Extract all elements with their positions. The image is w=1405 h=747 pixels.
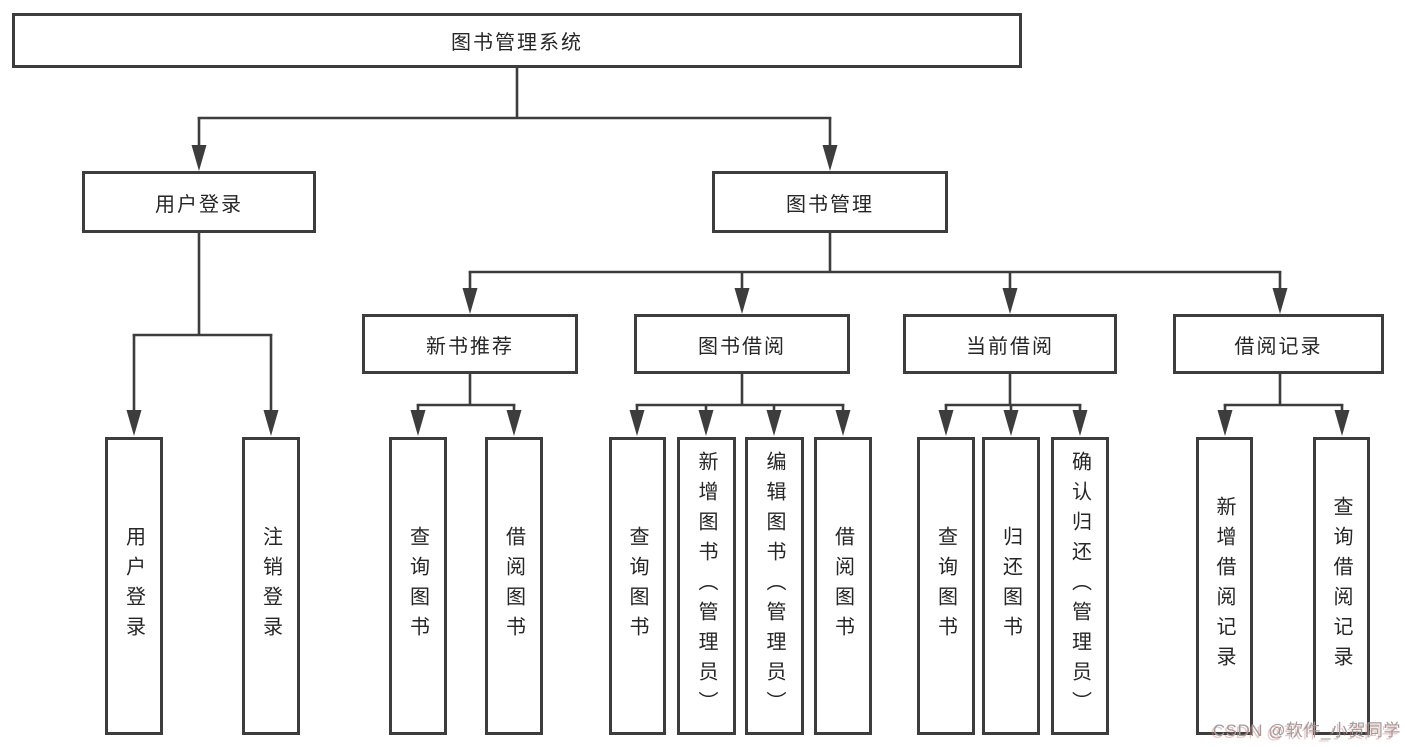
node-library-management-system: 图书管理系统 — [12, 13, 1022, 68]
leaf-add-books-admin: 新增图书（管理员） — [677, 437, 736, 735]
node-new-book-recommend: 新书推荐 — [362, 314, 578, 374]
node-book-management: 图书管理 — [712, 171, 948, 233]
leaf-return-books: 归还图书 — [982, 437, 1040, 735]
leaf-query-borrow-record: 查询借阅记录 — [1313, 437, 1370, 735]
leaf-borrow-books: 借阅图书 — [814, 437, 872, 735]
leaf-user-login: 用户登录 — [105, 437, 163, 735]
leaf-query-books-recommend: 查询图书 — [389, 437, 447, 735]
node-user-login: 用户登录 — [82, 171, 316, 233]
leaf-logout: 注销登录 — [242, 437, 300, 735]
node-current-borrowing: 当前借阅 — [903, 314, 1117, 374]
node-book-borrowing: 图书借阅 — [634, 314, 850, 374]
leaf-confirm-return-admin: 确认归还（管理员） — [1051, 437, 1109, 735]
node-borrowing-records: 借阅记录 — [1173, 314, 1384, 374]
leaf-query-books-current: 查询图书 — [917, 437, 975, 735]
leaf-add-borrow-record: 新增借阅记录 — [1196, 437, 1253, 735]
arrowheads — [126, 145, 1350, 436]
leaf-query-books-borrow: 查询图书 — [609, 437, 666, 735]
csdn-watermark: CSDN @软件_小贺同学 — [1212, 721, 1401, 740]
leaf-edit-books-admin: 编辑图书（管理员） — [745, 437, 804, 735]
leaf-borrow-books-recommend: 借阅图书 — [485, 437, 543, 735]
